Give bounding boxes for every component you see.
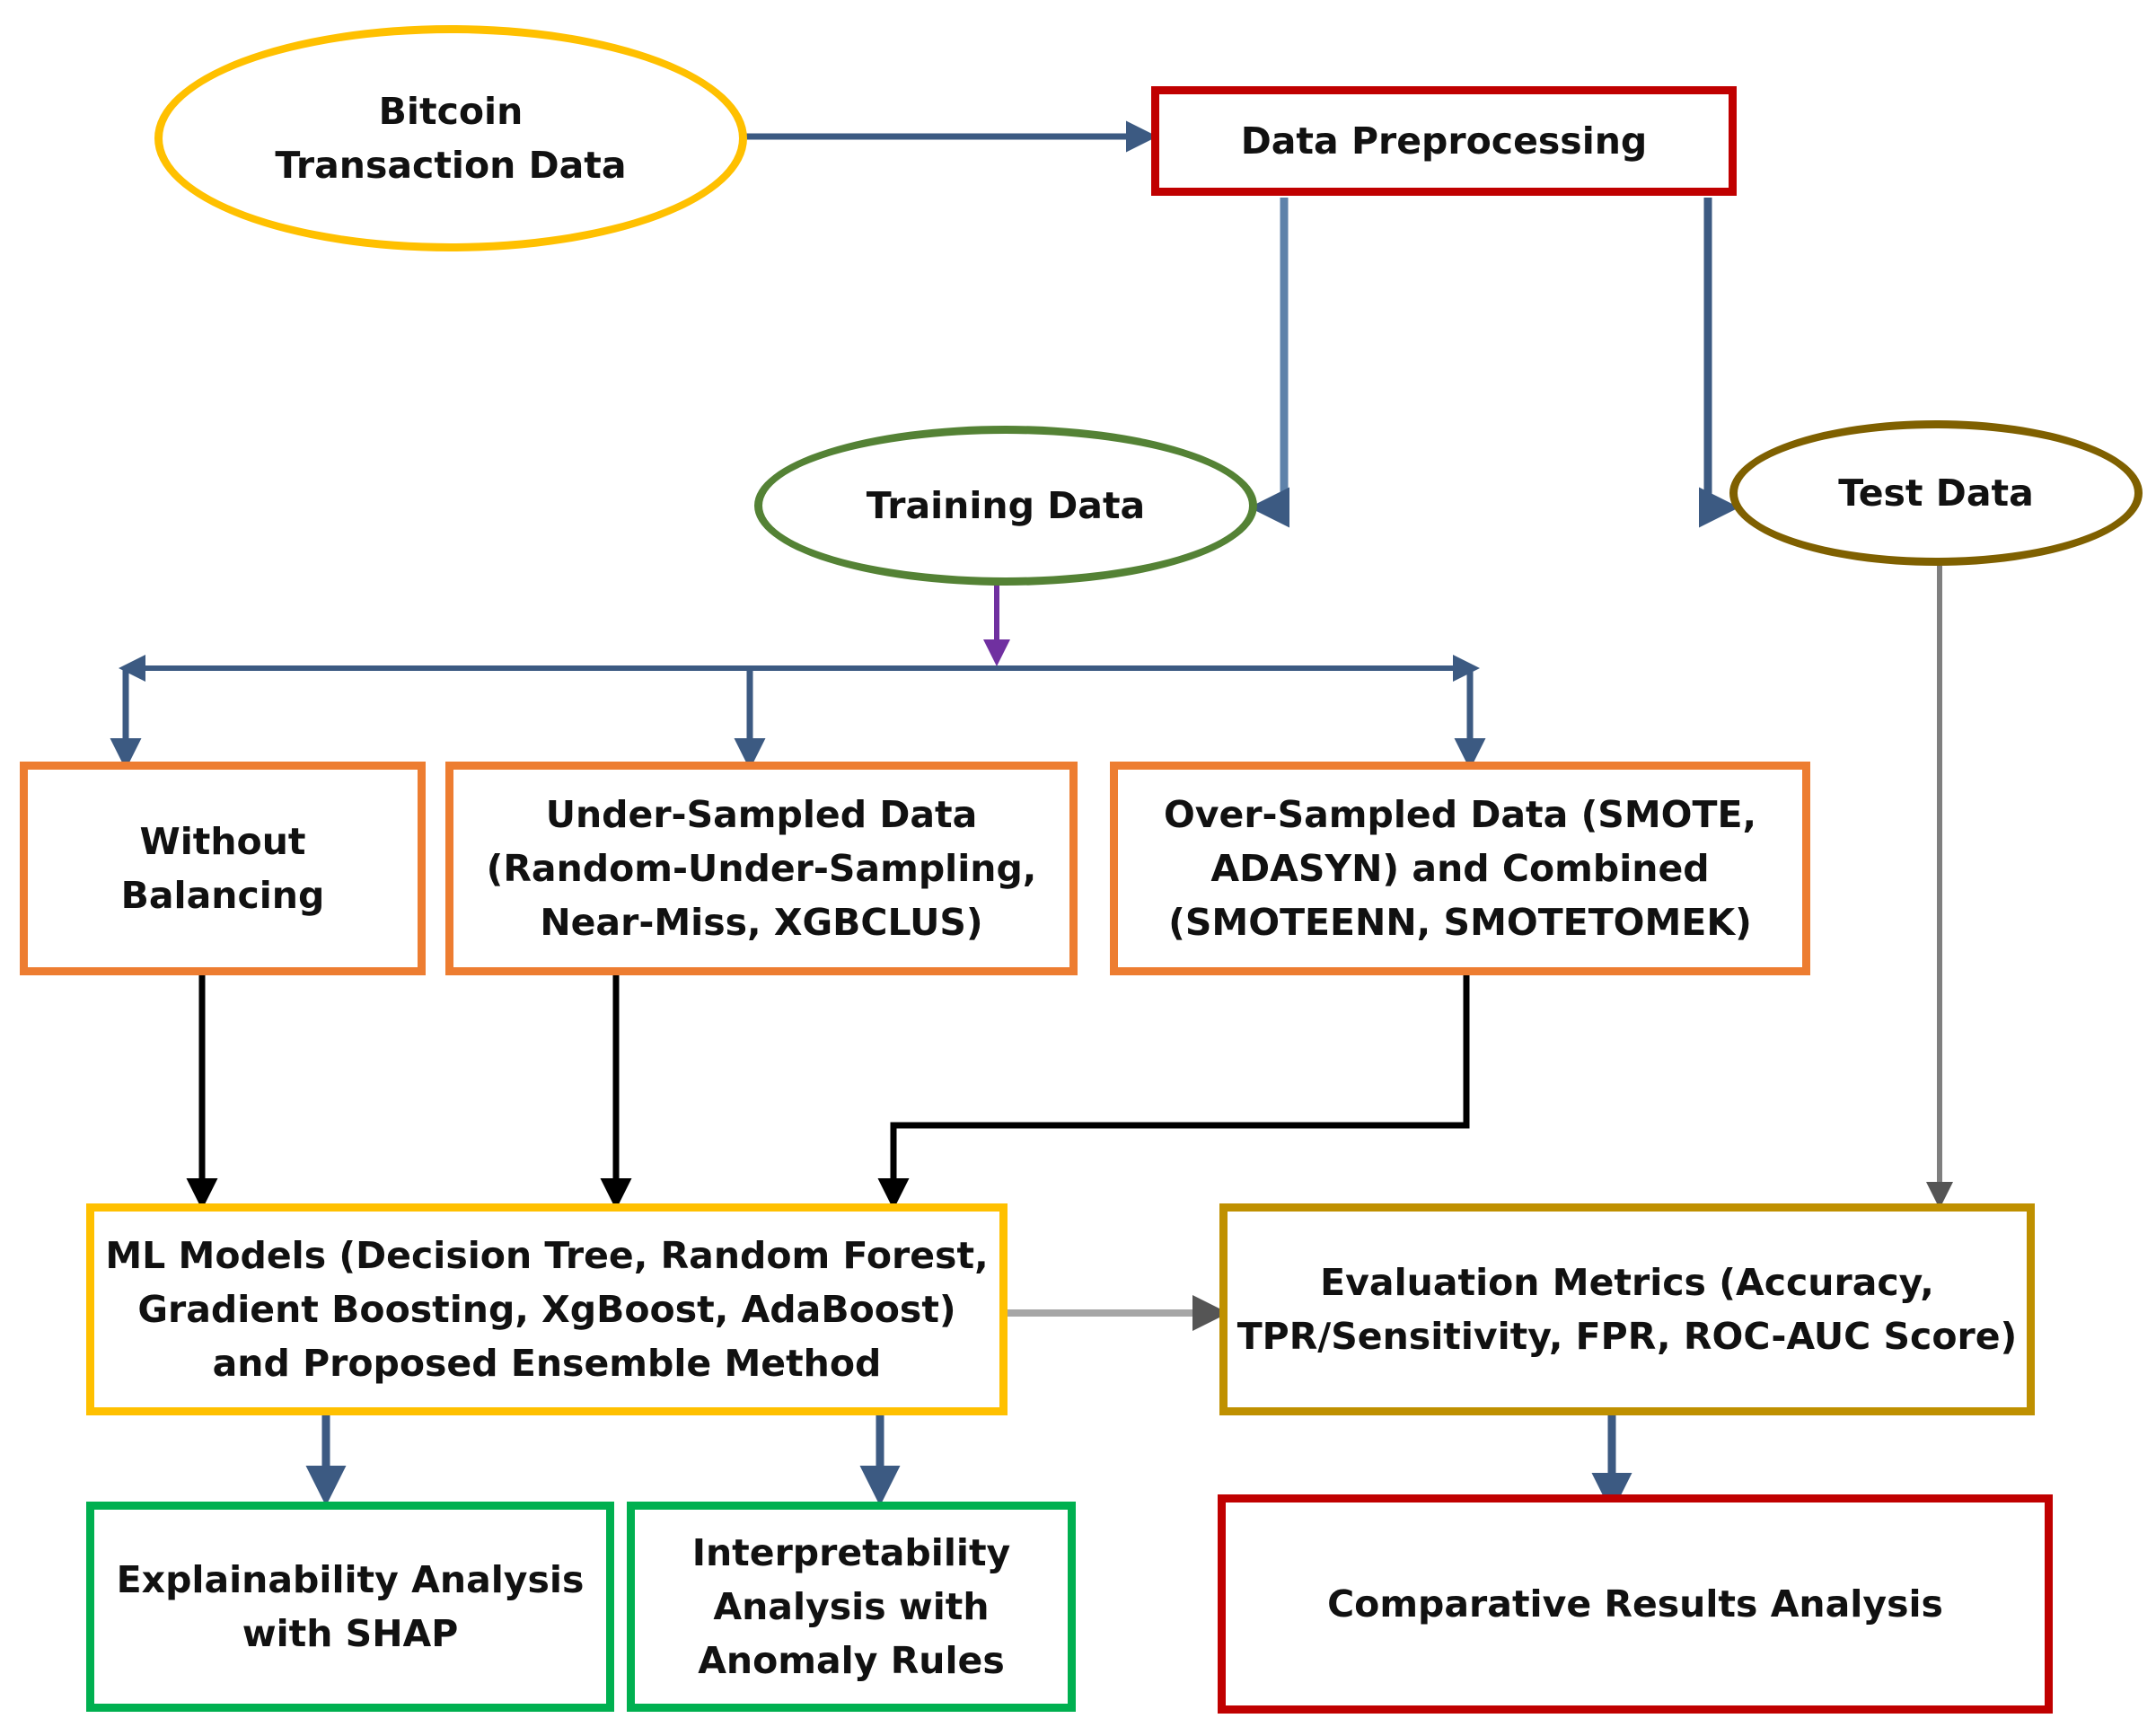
under-sampled-label: Under-Sampled Data (Random-Under-Samplin…	[486, 793, 1037, 944]
test-data-label: Test Data	[1838, 471, 2034, 515]
comparative-results-label: Comparative Results Analysis	[1327, 1582, 1943, 1626]
training-data-label: Training Data	[866, 484, 1146, 527]
data-preprocessing-box: Data Preprocessing	[1151, 86, 1737, 196]
over-sampled-label: Over-Sampled Data (SMOTE, ADASYN) and Co…	[1163, 793, 1757, 944]
bitcoin-data-label: Bitcoin Transaction Data	[275, 90, 627, 187]
ml-models-box: ML Models (Decision Tree, Random Forest,…	[86, 1203, 1008, 1415]
over-sampled-box: Over-Sampled Data (SMOTE, ADASYN) and Co…	[1110, 762, 1810, 975]
interpretability-box: Interpretability Analysis with Anomaly R…	[627, 1502, 1076, 1712]
bitcoin-data-ellipse: Bitcoin Transaction Data	[154, 25, 747, 251]
without-balancing-box: Without Balancing	[20, 762, 426, 975]
test-data-ellipse: Test Data	[1729, 420, 2143, 566]
explainability-label: Explainability Analysis with SHAP	[116, 1558, 585, 1655]
evaluation-metrics-box: Evaluation Metrics (Accuracy, TPR/Sensit…	[1219, 1203, 2035, 1415]
interpretability-label: Interpretability Analysis with Anomaly R…	[691, 1531, 1011, 1682]
under-sampled-box: Under-Sampled Data (Random-Under-Samplin…	[445, 762, 1078, 975]
arrow-over-sampled-to-models	[877, 972, 1470, 1210]
evaluation-metrics-label: Evaluation Metrics (Accuracy, TPR/Sensit…	[1236, 1261, 2018, 1358]
without-balancing-label: Without Balancing	[120, 820, 325, 917]
arrow-preprocessing-to-training	[1249, 198, 1289, 528]
data-preprocessing-label: Data Preprocessing	[1240, 119, 1648, 163]
explainability-box: Explainability Analysis with SHAP	[86, 1502, 614, 1712]
ml-models-label: ML Models (Decision Tree, Random Forest,…	[105, 1234, 989, 1385]
comparative-results-box: Comparative Results Analysis	[1218, 1494, 2053, 1714]
arrow-preprocessing-to-test	[1699, 198, 1739, 528]
training-data-ellipse: Training Data	[754, 426, 1257, 586]
